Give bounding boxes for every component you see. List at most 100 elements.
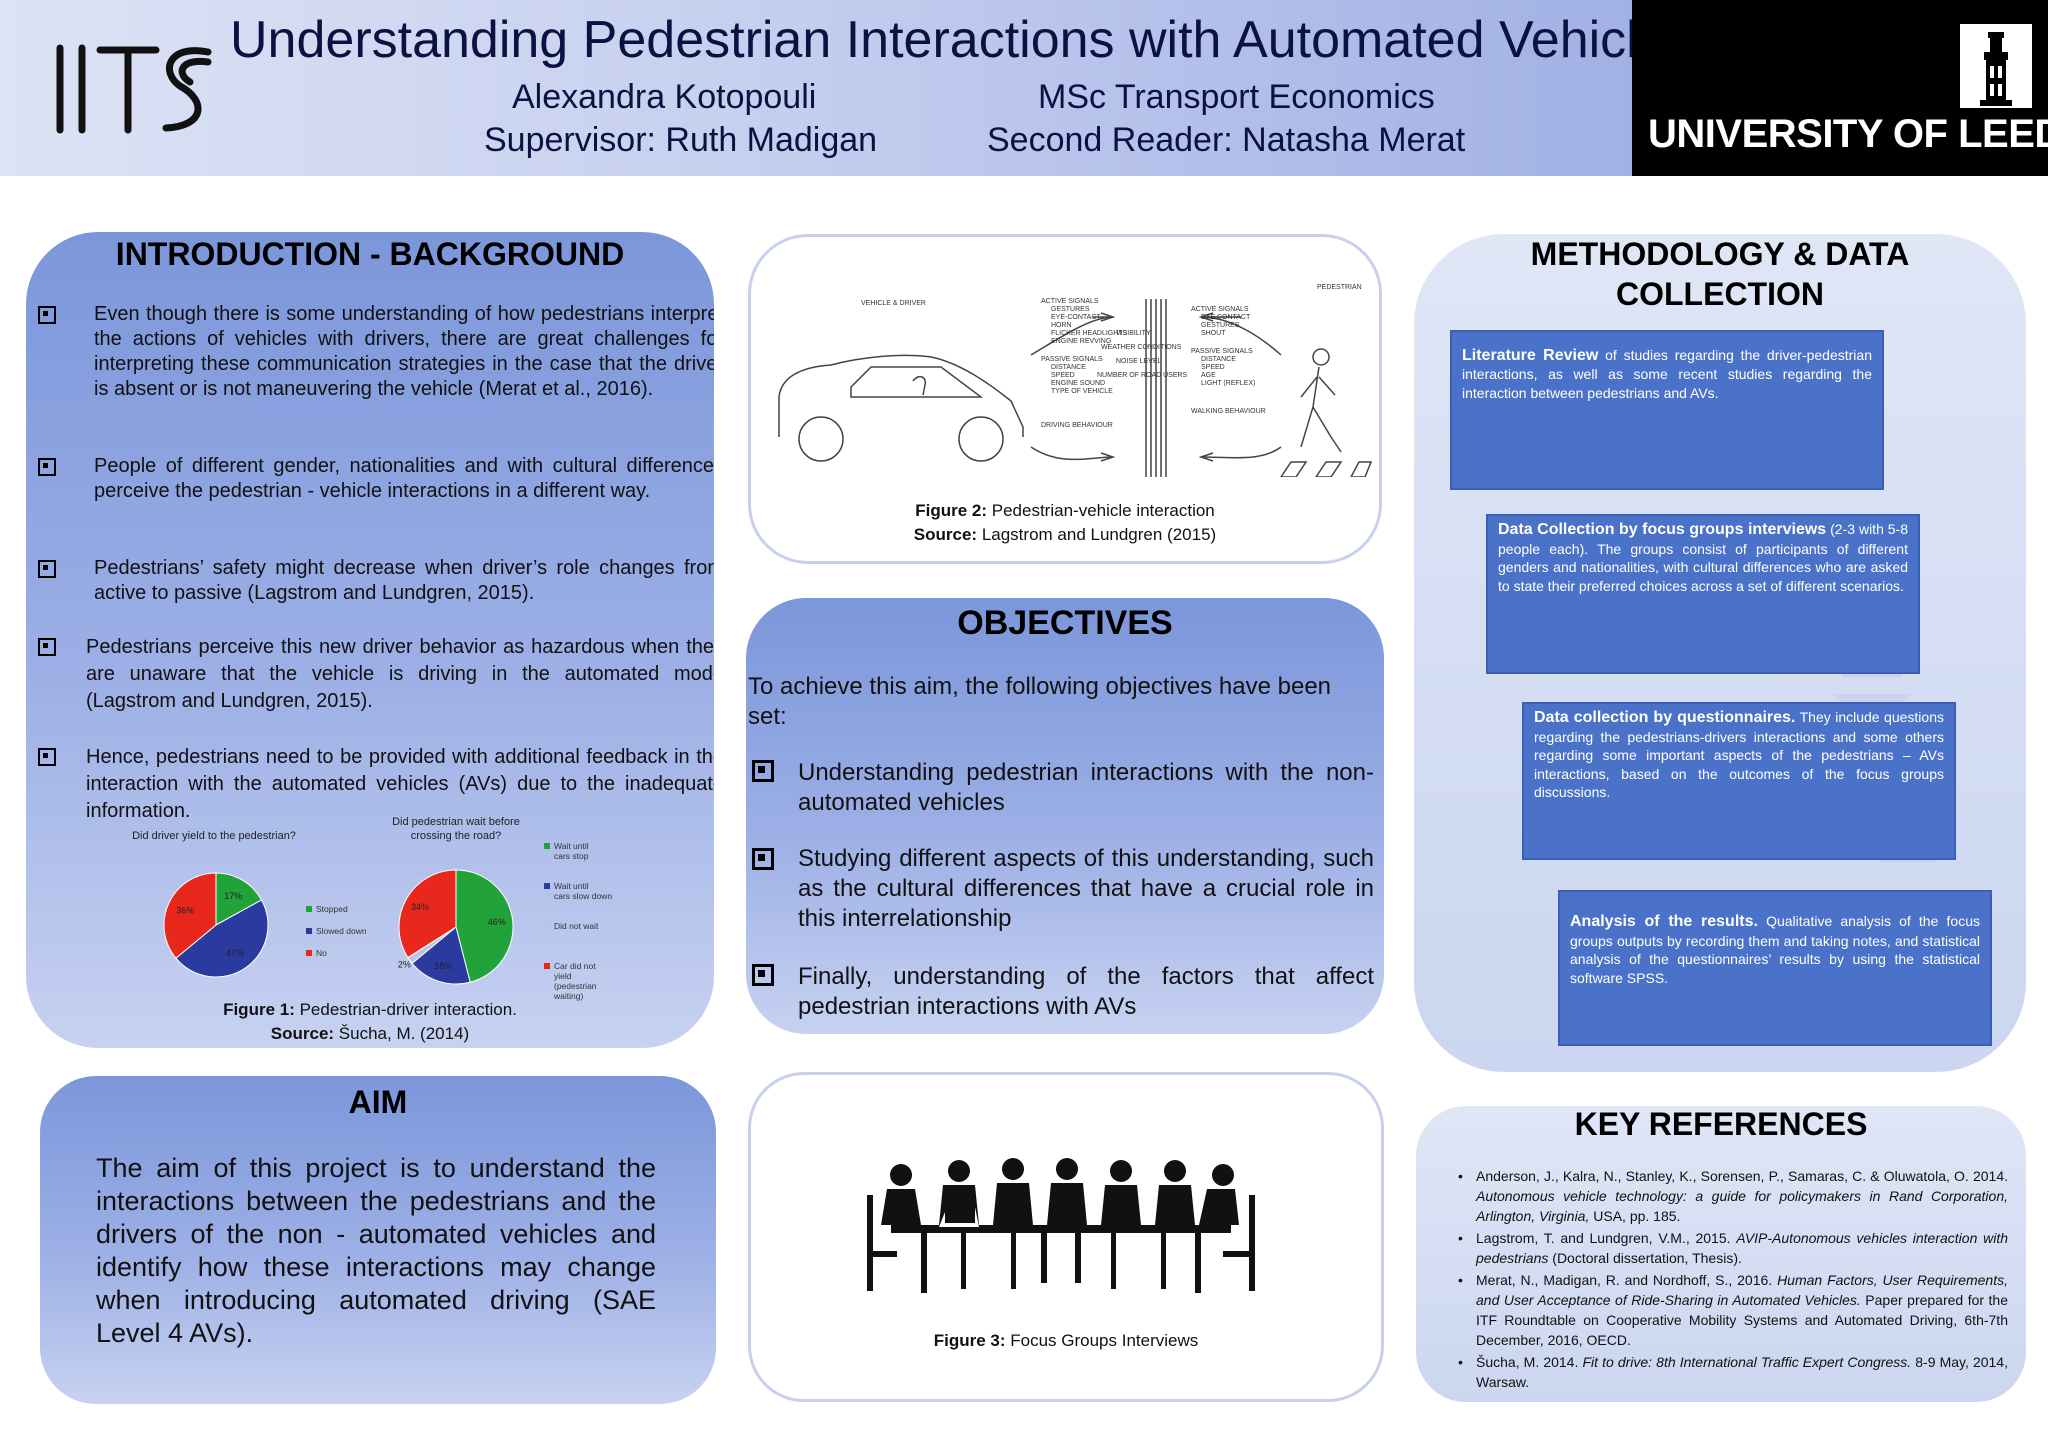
pie-2-legend-label-1: cars stop: [554, 851, 589, 861]
its-logo: [56, 44, 212, 134]
reference-1-details: USA, pp. 185.: [1589, 1208, 1681, 1224]
fig2-right-passive-4: LIGHT (REFLEX): [1201, 380, 1255, 387]
pie-2-legend-label-2: Wait until: [554, 881, 589, 891]
fig2-right-passive-2: SPEED: [1201, 364, 1225, 371]
reference-2-authors: Lagstrom, T. and Lundgren, V.M., 2015.: [1476, 1230, 1737, 1246]
fig2-left-active-3: HORN: [1051, 322, 1072, 329]
pie-2-legend-label-2: cars slow down: [554, 891, 612, 901]
fig2-middle-3: NUMBER OF ROAD USERS: [1097, 372, 1188, 379]
fig2-right-active-3: SHOUT: [1201, 330, 1226, 337]
objective-item-3: Finally, understanding of the factors th…: [798, 963, 1374, 1020]
introduction-title: INTRODUCTION - BACKGROUND: [115, 236, 625, 272]
figure-3-caption-label: Figure 3:: [933, 1331, 1006, 1350]
checkbox-bullet-icon: [752, 964, 774, 986]
figure-2-caption-label: Figure 2:: [915, 501, 988, 520]
figure-1-source-text: Šucha, M. (2014): [334, 1024, 470, 1043]
pie-2-data-label-4: 34%: [411, 902, 429, 912]
method-step-4-heading: Analysis of the results.: [1570, 913, 1758, 930]
pie-2-legend-swatch-4: [544, 963, 550, 969]
fig2-left-active-2: EYE-CONTACT: [1051, 314, 1101, 321]
intro-bullet-2: People of different gender, nationalitie…: [94, 455, 714, 502]
fig2-middle-2: NOISE LEVEL: [1116, 358, 1162, 365]
reference-item-2: Lagstrom, T. and Lundgren, V.M., 2015. A…: [1458, 1228, 2009, 1268]
aim-panel: AIM The aim of this project is to unders…: [40, 1076, 716, 1404]
figure-2-source-text: Lagstrom and Lundgren (2015): [977, 525, 1217, 544]
fig2-left-passive-0: PASSIVE SIGNALS: [1041, 356, 1103, 363]
figure-1-caption-text: Pedestrian-driver interaction.: [294, 1000, 517, 1019]
pie-2-legend-label-1: Wait until: [554, 841, 589, 851]
pie-2-data-label-3: 2%: [398, 960, 411, 970]
figure-1-source-label: Source:: [270, 1024, 335, 1043]
pie-1-legend-label-2: Slowed down: [316, 926, 367, 936]
pie-1-legend-label-1: Stopped: [316, 904, 348, 914]
fig2-label-pedestrian: PEDESTRIAN: [1317, 284, 1362, 291]
fig2-left-passive-4: TYPE OF VEHICLE: [1051, 388, 1113, 395]
reference-2-details: (Doctoral dissertation, Thesis).: [1548, 1250, 1742, 1266]
fig2-middle-1: WEATHER CONDITIONS: [1101, 344, 1182, 351]
checkbox-bullet-icon: [752, 760, 774, 782]
reference-4-details: 8-9 May, 2014, Warsaw.: [1476, 1354, 2008, 1390]
pie-2-legend-swatch-3: [544, 923, 550, 929]
method-step-analysis: Analysis of the results. Qualitative ana…: [1558, 890, 1992, 1046]
method-step-1-heading: Literature Review: [1462, 347, 1599, 364]
aim-title: AIM: [348, 1084, 408, 1120]
introduction-panel: INTRODUCTION - BACKGROUND Even though th…: [26, 232, 714, 1048]
pie-1-data-label-2: 47%: [226, 948, 244, 958]
pie-1-slice-3: [163, 872, 217, 959]
pie-1-legend-swatch-2: [306, 928, 312, 934]
reference-item-1: Anderson, J., Kalra, N., Stanley, K., So…: [1458, 1166, 2008, 1226]
pie-1-legend-swatch-3: [306, 950, 312, 956]
intro-bullet-4: Pedestrians perceive this new driver beh…: [86, 636, 714, 712]
references-panel: KEY REFERENCES Anderson, J., Kalra, N., …: [1416, 1106, 2026, 1402]
methodology-title-line-2: COLLECTION: [1616, 276, 1824, 312]
figure-1-source: Source: Šucha, M. (2014): [26, 1024, 714, 1044]
fig2-right-behaviour: WALKING BEHAVIOUR: [1191, 408, 1266, 415]
author-name: Alexandra Kotopouli: [512, 78, 817, 116]
fig2-left-active-5: ENGINE REVVING: [1051, 338, 1111, 345]
figure-3-caption: Figure 3: Focus Groups Interviews: [751, 1331, 1381, 1351]
method-step-questionnaires: Data collection by questionnaires. They …: [1522, 702, 1956, 860]
references-title: KEY REFERENCES: [1574, 1106, 1868, 1142]
reference-item-3: Merat, N., Madigan, R. and Nordhoff, S.,…: [1458, 1270, 2008, 1350]
figure-2-caption: Figure 2: Pedestrian-vehicle interaction: [751, 501, 1379, 521]
methodology-title-line-1: METHODOLOGY & DATA: [1530, 236, 1910, 272]
pie-1-title: Did driver yield to the pedestrian?: [132, 830, 296, 842]
checkbox-bullet-icon: [38, 748, 56, 766]
method-step-3-text: They include questions regarding the ped…: [1534, 709, 1944, 800]
pie-2-title: crossing the road?: [411, 830, 502, 842]
pie-2-title: Did pedestrian wait before: [392, 817, 520, 828]
method-step-2-text: (2-3 with 5-8 people each). The groups c…: [1498, 521, 1909, 594]
reference-2-title: AVIP-Autonomous vehicles interaction wit…: [1476, 1230, 2009, 1266]
pie-2-slice-1: [455, 869, 514, 983]
fig2-right-passive-0: PASSIVE SIGNALS: [1191, 348, 1253, 355]
fig2-left-behaviour: DRIVING BEHAVIOUR: [1041, 422, 1113, 429]
fig2-left-active-0: ACTIVE SIGNALS: [1041, 298, 1099, 305]
university-crest-icon: [1960, 24, 2032, 108]
method-step-4-text: Qualitative analysis of the focus groups…: [1570, 913, 1980, 986]
reference-4-title: Fit to drive: 8th International Traffic …: [1582, 1354, 1912, 1370]
fig2-right-active-1: EYE CONTACT: [1201, 314, 1251, 321]
pie-1-data-label-1: 17%: [224, 891, 242, 901]
header-banner: Understanding Pedestrian Interactions wi…: [0, 0, 2048, 176]
objective-item-2: Studying different aspects of this under…: [798, 845, 1374, 932]
programme-name: MSc Transport Economics: [1038, 78, 1435, 116]
method-step-3-heading: Data collection by questionnaires.: [1534, 709, 1796, 726]
pie-1-slice-2: [175, 899, 269, 978]
pie-2-legend-label-3: Did not wait: [554, 921, 599, 931]
poster-title: Understanding Pedestrian Interactions wi…: [230, 11, 1693, 69]
focus-group-people-icon: [867, 1158, 1255, 1293]
pie-2-data-label-1: 46%: [488, 917, 506, 927]
intro-bullet-3: Pedestrians’ safety might decrease when …: [94, 557, 714, 604]
checkbox-bullet-icon: [38, 638, 56, 656]
reference-4-authors: Šucha, M. 2014.: [1476, 1354, 1583, 1370]
reference-3-authors: Merat, N., Madigan, R. and Nordhoff, S.,…: [1476, 1272, 1778, 1288]
pedestrian-vehicle-interaction-diagram: VEHICLE & DRIVER PEDESTRIAN ACTIVE SIGNA…: [778, 284, 1373, 477]
pie-2-slice-4: [398, 869, 457, 959]
checkbox-bullet-icon: [752, 848, 774, 870]
fig2-middle-0: VISIBILITY: [1116, 330, 1151, 337]
figure-2-source: Source: Lagstrom and Lundgren (2015): [751, 525, 1379, 545]
fig2-left-passive-2: SPEED: [1051, 372, 1075, 379]
pie-1-data-label-3: 36%: [176, 906, 194, 916]
fig2-left-passive-3: ENGINE SOUND: [1051, 380, 1105, 387]
fig2-right-active-2: GESTURES: [1201, 322, 1240, 329]
